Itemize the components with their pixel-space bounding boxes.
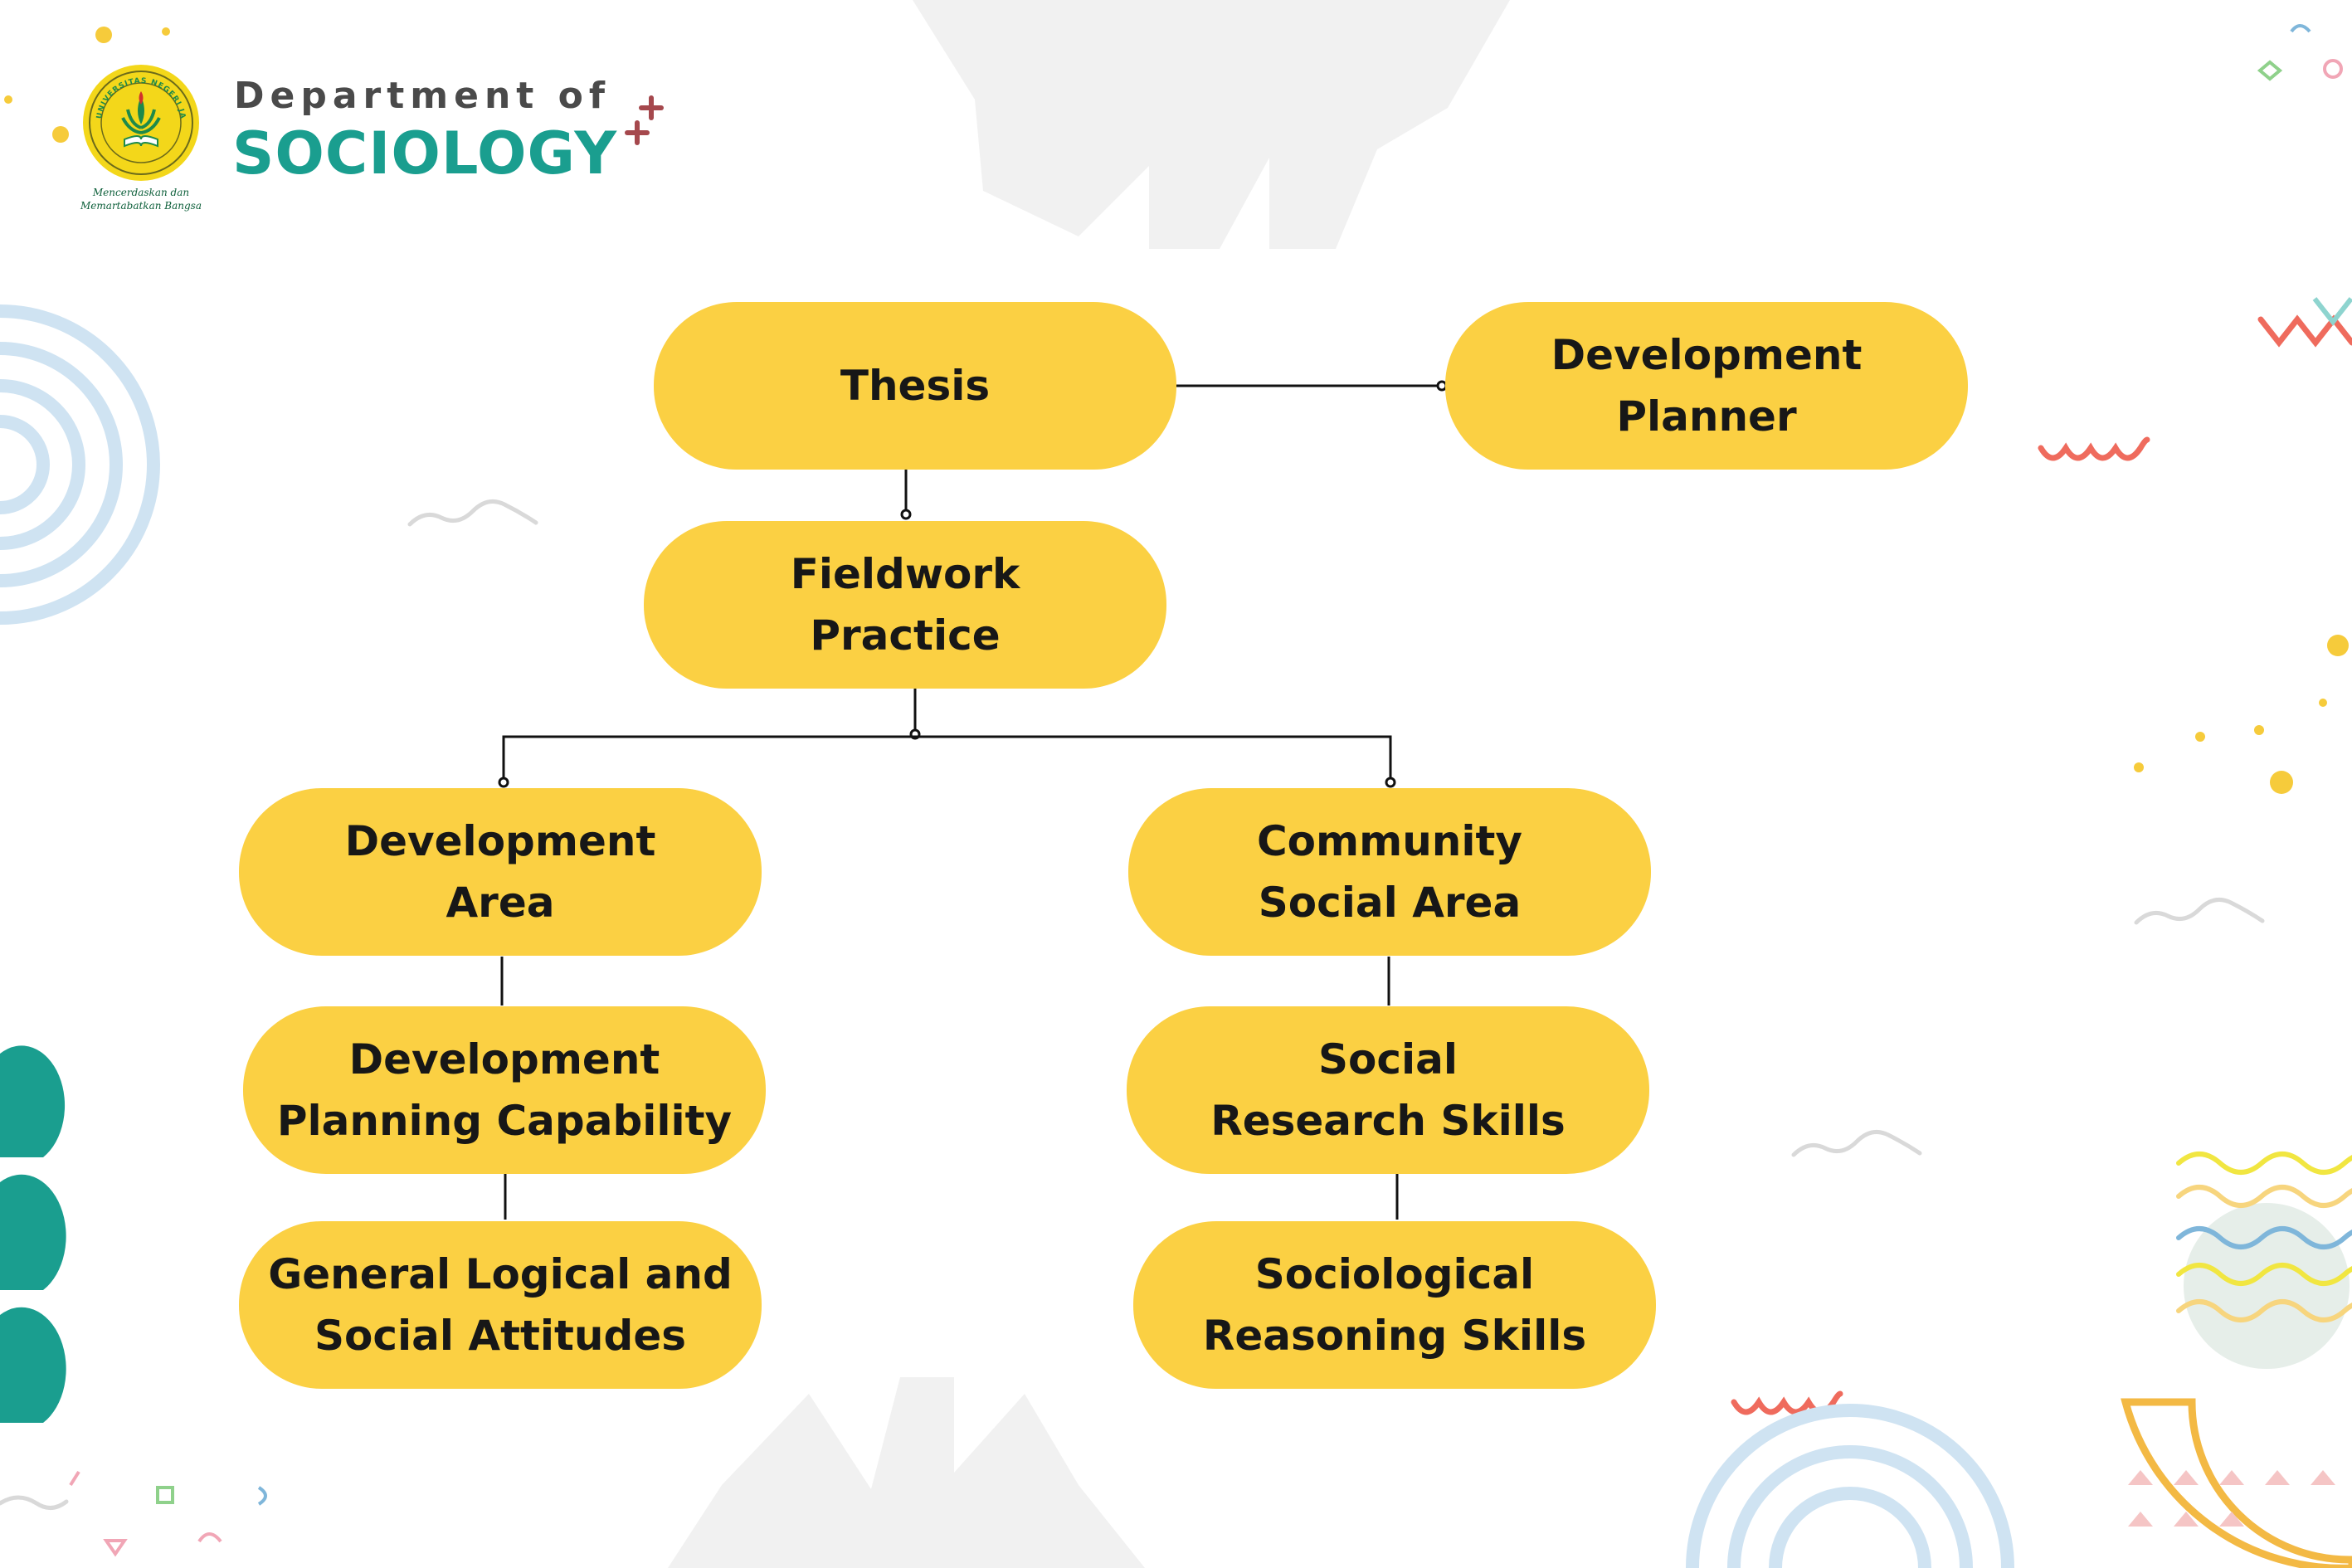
wave-decoration-grey [0,499,2265,1510]
node-label: Community Social Area [1256,817,1523,927]
star-burst-decoration-bottom [668,1377,1145,1568]
star-burst-decoration-top [913,0,1510,249]
small-shapes-decoration [69,24,2343,1557]
node-community-social-area: Community Social Area [1128,788,1651,956]
edge-fieldwork-branches [502,735,1392,782]
yellow-arc-decoration [2121,1398,2352,1568]
department-name: SOCIOLOGY [232,119,618,187]
node-development-area: Development Area [239,788,762,956]
triangle-pattern-decoration [2128,1470,2335,1527]
university-logo: UNIVERSITAS NEGERI JAKARTA [80,60,199,181]
plus-sparkle-icon [625,95,664,145]
wave-decoration-multicolor [2176,1152,2352,1322]
edge-endpoint [900,509,912,520]
concentric-arc-decoration-bottom [1686,1404,2014,1568]
node-label: General Logical and Social Attitudes [268,1250,733,1360]
logo-motto: Mencerdaskan dan Memartabatkan Bangsa [80,187,202,212]
wave-decoration-red [1731,314,2352,1415]
node-development-planning-capability: Development Planning Capability [243,1006,766,1174]
node-label: Social Research Skills [1210,1035,1566,1145]
node-development-planner: Development Planner [1445,302,1968,470]
node-fieldwork-practice: Fieldwork Practice [644,521,1166,689]
node-social-research-skills: Social Research Skills [1127,1006,1649,1174]
node-label: Fieldwork Practice [790,550,1020,660]
node-sociological-reasoning-skills: Sociological Reasoning Skills [1133,1221,1656,1389]
concentric-arc-decoration-left [0,304,160,625]
teal-semicircle-decoration [0,1045,66,1423]
edge-endpoint [1385,777,1396,788]
node-label: Development Planning Capability [276,1035,733,1145]
node-label: Development Area [344,817,656,927]
edge-endpoint [498,777,509,788]
node-label: Development Planner [1551,331,1863,441]
node-label: Sociological Reasoning Skills [1202,1250,1587,1360]
node-thesis: Thesis [654,302,1176,470]
node-general-logical-social-attitudes: General Logical and Social Attitudes [239,1221,762,1389]
department-prefix: Department of [234,75,611,117]
node-label: Thesis [840,362,991,410]
dots-decoration [4,27,2349,794]
